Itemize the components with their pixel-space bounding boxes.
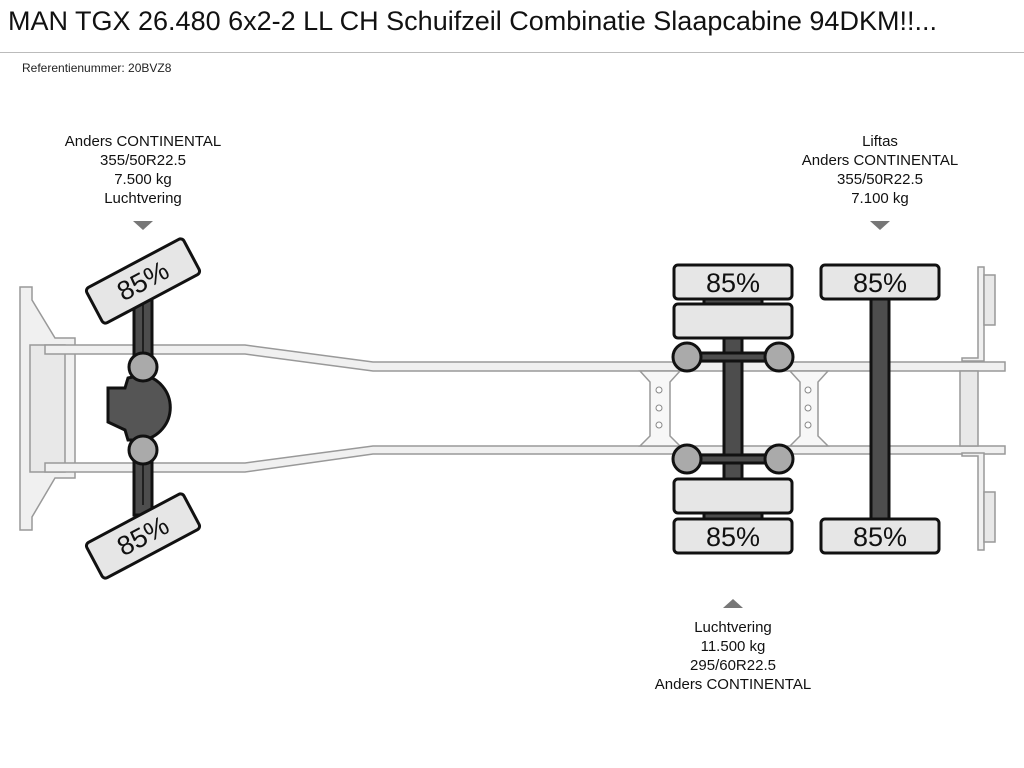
drive-right-tire: 85% — [672, 517, 794, 555]
lift-arrow-icon — [870, 221, 890, 230]
page-title: MAN TGX 26.480 6x2-2 LL CH Schuifzeil Co… — [8, 6, 937, 36]
front-size: 355/50R22.5 — [100, 152, 186, 169]
front-left-tire: 85% — [84, 237, 202, 325]
drive-load: 11.500 kg — [700, 638, 766, 655]
drive-axle-info: Luchtvering 11.500 kg 295/60R22.5 Anders… — [603, 618, 863, 694]
divider — [0, 52, 1024, 53]
tire-wear-label: 85% — [853, 268, 907, 298]
drive-size: 295/60R22.5 — [690, 657, 776, 674]
hub — [127, 351, 159, 383]
drive-suspension: Luchtvering — [694, 619, 772, 636]
reference-number: Referentienummer: 20BVZ8 — [22, 61, 172, 75]
chassis-frame — [19, 266, 1006, 551]
inner-tire — [672, 477, 794, 515]
drive-axle — [671, 294, 795, 522]
crossmember-holes — [655, 386, 812, 429]
differential — [106, 373, 172, 442]
drive-left-tire: 85% — [672, 263, 794, 301]
lift-axle — [869, 296, 891, 522]
front-axle-info: Anders CONTINENTAL 355/50R22.5 7.500 kg … — [13, 132, 273, 208]
lift-right-tire: 85% — [819, 517, 941, 555]
front-suspension: Luchtvering — [104, 190, 182, 207]
lift-type: Liftas — [862, 133, 898, 150]
lift-brand: Anders CONTINENTAL — [801, 152, 959, 169]
front-right-tire: 85% — [84, 492, 202, 580]
lift-size: 355/50R22.5 — [837, 171, 923, 188]
hub — [127, 434, 159, 466]
tire-wear-label: 85% — [706, 522, 760, 552]
drive-arrow-icon — [723, 599, 743, 608]
inner-tire — [672, 302, 794, 340]
lift-load: 7.100 kg — [851, 190, 909, 207]
drive-brand: Anders CONTINENTAL — [654, 676, 812, 693]
front-load: 7.500 kg — [114, 171, 172, 188]
front-axle — [106, 288, 172, 517]
lift-left-tire: 85% — [819, 263, 941, 301]
lift-axle-info: Liftas Anders CONTINENTAL 355/50R22.5 7.… — [750, 132, 1010, 208]
tire-wear-label: 85% — [706, 268, 760, 298]
tire-wear-label: 85% — [853, 522, 907, 552]
front-arrow-icon — [133, 221, 153, 230]
front-brand: Anders CONTINENTAL — [64, 133, 222, 150]
